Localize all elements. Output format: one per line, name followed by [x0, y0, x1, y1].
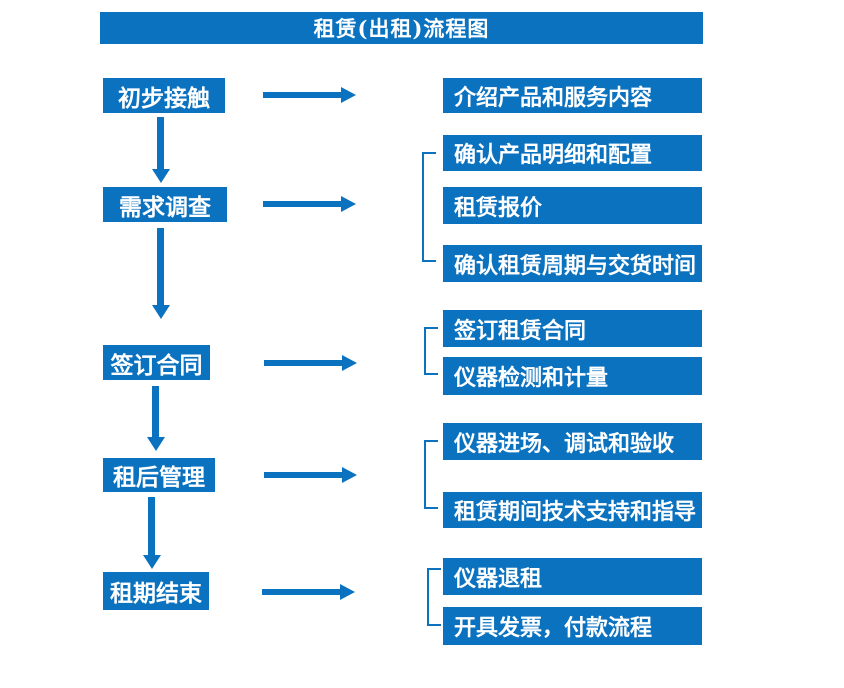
- step-box-rental-end: 租期结束: [103, 572, 209, 610]
- group-bracket-step4: [424, 440, 438, 509]
- step-box-post-rental-management: 租后管理: [103, 458, 215, 492]
- output-box-instrument-testing: 仪器检测和计量: [443, 357, 702, 395]
- step-box-initial-contact: 初步接触: [103, 78, 225, 113]
- flowchart-title: 租赁(出租)流程图: [100, 12, 703, 44]
- group-bracket-step2: [422, 152, 436, 262]
- output-box-instrument-return: 仪器退租: [443, 558, 702, 595]
- output-box-confirm-rental-period: 确认租赁周期与交货时间: [443, 245, 702, 282]
- output-box-introduce-products: 介绍产品和服务内容: [443, 78, 702, 113]
- down-arrow-step1-step2: [157, 117, 164, 169]
- right-arrow-step4: [264, 472, 342, 478]
- step-box-demand-survey: 需求调查: [103, 187, 227, 222]
- right-arrow-step1: [263, 92, 341, 98]
- step-box-sign-contract: 签订合同: [103, 345, 210, 380]
- output-box-instrument-delivery-acceptance: 仪器进场、调试和验收: [443, 423, 702, 460]
- right-arrow-step5: [262, 589, 340, 595]
- output-box-technical-support: 租赁期间技术支持和指导: [443, 492, 702, 528]
- down-arrow-step2-step3: [157, 228, 164, 305]
- down-arrow-step4-step5: [148, 497, 155, 555]
- output-box-rental-quotation: 租赁报价: [443, 187, 702, 224]
- right-arrow-step2: [263, 201, 341, 207]
- right-arrow-step3: [264, 360, 342, 366]
- down-arrow-step3-step4: [152, 386, 159, 437]
- output-box-sign-rental-contract: 签订租赁合同: [443, 310, 702, 347]
- group-bracket-step5: [427, 568, 441, 626]
- group-bracket-step3: [424, 327, 438, 375]
- output-box-invoice-payment: 开具发票，付款流程: [443, 607, 702, 645]
- output-box-confirm-product-details: 确认产品明细和配置: [443, 135, 702, 171]
